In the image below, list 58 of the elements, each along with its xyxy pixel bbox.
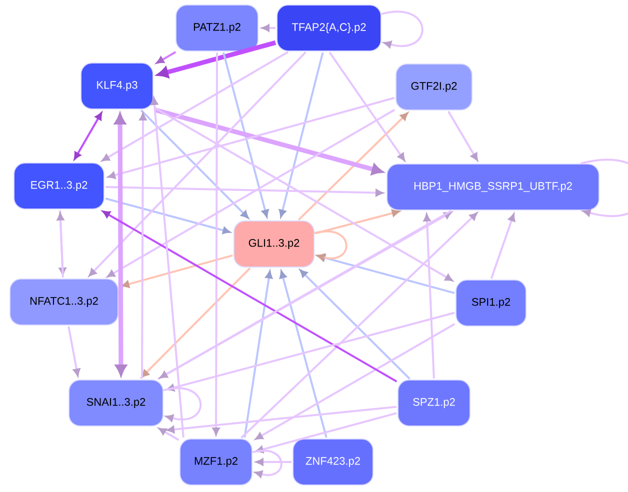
- arrow: [423, 214, 435, 379]
- arrow: [107, 108, 396, 278]
- arrow: [314, 230, 348, 261]
- arrow: [88, 52, 306, 276]
- arrow: [244, 270, 272, 438]
- arrow: [300, 270, 410, 380]
- arrow: [142, 268, 251, 378]
- arrow: [74, 112, 102, 160]
- arrow: [140, 110, 249, 218]
- arrow: [102, 51, 288, 162]
- arrow: [105, 198, 230, 234]
- arrow: [279, 270, 328, 438]
- arrow: [240, 212, 478, 439]
- node-box: KLF4.p3: [80, 62, 154, 110]
- node-box: EGR1..3.p2: [14, 162, 104, 210]
- arrow: [166, 406, 397, 434]
- node-box: PATZ1.p2: [176, 4, 258, 52]
- node-box: ZNF423.p2: [292, 438, 374, 486]
- arrow: [580, 158, 628, 217]
- arrow: [315, 210, 400, 234]
- arrow: [328, 52, 405, 161]
- arrow: [490, 214, 516, 279]
- arrow: [108, 96, 395, 179]
- arrow: [381, 10, 424, 48]
- node-box: SPI1.p2: [456, 280, 526, 326]
- node-box: HBP1_HMGB_SSRP1_UBTF.p2: [386, 164, 600, 210]
- arrow: [154, 106, 453, 282]
- arrow: [166, 312, 455, 392]
- arrow: [252, 450, 282, 478]
- node-box: SNAI1..3.p2: [68, 380, 164, 426]
- arrow: [105, 186, 384, 196]
- arrow: [150, 97, 184, 438]
- arrow: [163, 387, 202, 422]
- arrow: [156, 51, 176, 64]
- arrow: [298, 112, 408, 221]
- node-box: NFATC1..3.p2: [10, 278, 118, 326]
- arrow: [278, 52, 324, 218]
- arrow: [256, 458, 292, 466]
- arrow: [102, 210, 398, 382]
- arrow: [157, 40, 276, 78]
- arrow: [262, 24, 276, 32]
- arrow: [158, 428, 180, 441]
- node-box: TFAP2{A,C}.p2: [276, 4, 382, 52]
- arrow: [114, 114, 126, 376]
- arrow: [139, 112, 147, 378]
- arrow: [222, 52, 269, 218]
- arrow: [68, 326, 80, 376]
- arrow: [256, 412, 397, 454]
- node-box: GLI1..3.p2: [234, 220, 314, 268]
- arrow: [255, 323, 456, 440]
- arrow: [122, 254, 233, 288]
- node-box: MZF1.p2: [180, 438, 252, 486]
- arrow: [154, 108, 383, 175]
- arrow: [212, 52, 220, 436]
- arrow: [56, 212, 64, 278]
- node-box: SPZ1.p2: [398, 380, 470, 426]
- arrow: [448, 110, 478, 161]
- node-box: GTF2I.p2: [396, 64, 472, 110]
